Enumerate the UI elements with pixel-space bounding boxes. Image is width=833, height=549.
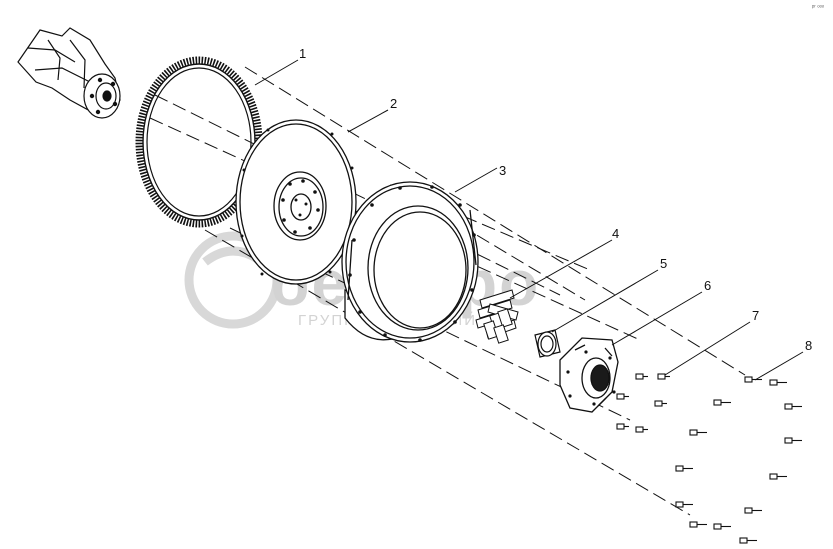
crankshaft — [17, 27, 121, 119]
callout-labels: 1 2 3 4 5 6 7 8 — [299, 46, 812, 353]
callout-4: 4 — [612, 226, 619, 241]
callout-3: 3 — [499, 163, 506, 178]
small-bolts — [616, 373, 670, 433]
bolt-bundle — [475, 289, 519, 344]
leader-lines — [254, 59, 804, 381]
callout-1: 1 — [299, 46, 306, 61]
flywheel-housing — [341, 181, 479, 343]
hub-adapter — [559, 337, 619, 413]
callout-5: 5 — [660, 256, 667, 271]
long-bolts — [675, 376, 802, 544]
callout-7: 7 — [752, 308, 759, 323]
corner-mark: ᵖʳ ᵒᵒᵒ — [812, 4, 825, 11]
flywheel-plate — [235, 119, 357, 285]
bushing — [534, 329, 561, 358]
callout-6: 6 — [704, 278, 711, 293]
callout-2: 2 — [390, 96, 397, 111]
callout-8: 8 — [805, 338, 812, 353]
